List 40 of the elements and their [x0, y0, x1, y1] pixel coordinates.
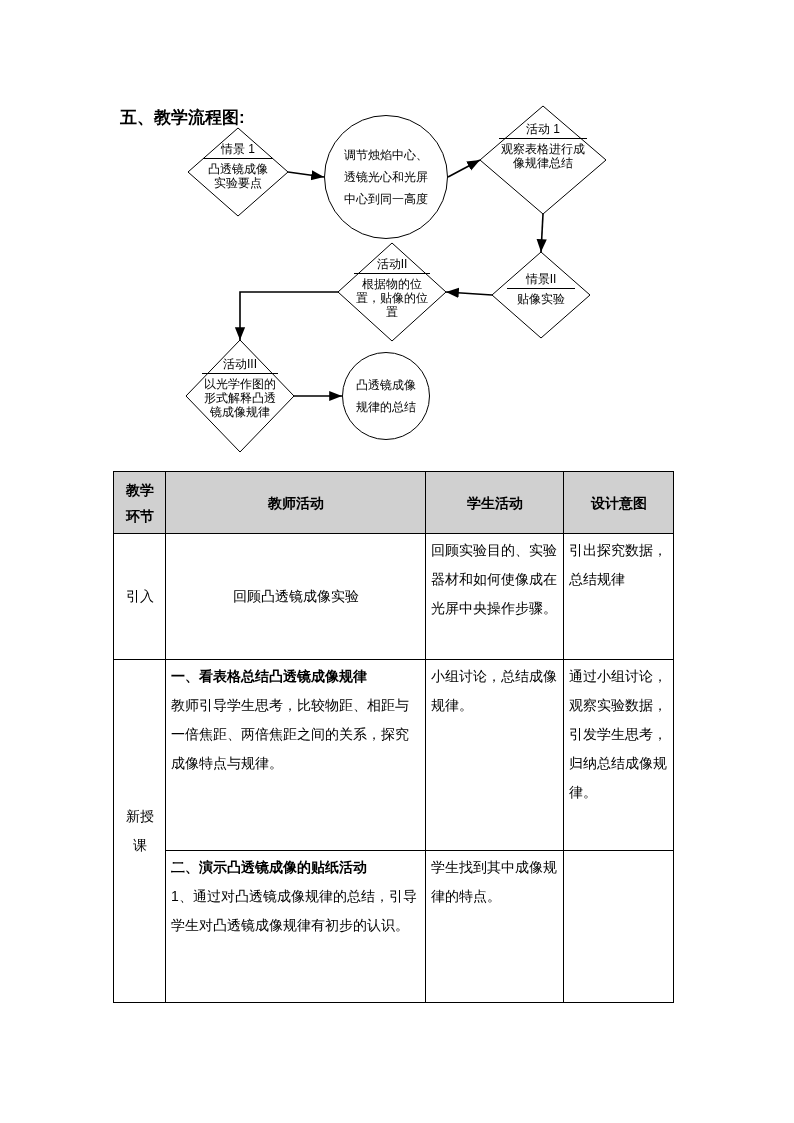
diamond-heading: 活动 1: [498, 122, 588, 139]
arrow: [234, 291, 339, 341]
node-text: 调节烛焰中心、透镜光心和光屏中心到同一高度: [343, 147, 429, 208]
heading: 五、教学流程图:: [120, 107, 245, 129]
section-heading: 二、演示凸透镜成像的贴纸活动: [171, 858, 368, 877]
header-cell: 教师活动: [165, 471, 426, 534]
decision-diamond: [188, 128, 288, 216]
diamond-heading: 情景II: [506, 272, 576, 289]
diamond-text: 凸透镜成像实验要点: [207, 161, 269, 190]
diamond-heading: 情景 1: [203, 142, 273, 159]
cell-text: 1、通过对凸透镜成像规律的总结，引导学生对凸透镜成像规律有初步的认识。: [171, 887, 418, 935]
header-cell: 教学环节: [113, 471, 166, 534]
arrow: [445, 287, 493, 298]
row-heading: 引入: [124, 587, 155, 606]
cell-text: 回顾实验目的、实验器材和如何使像成在光屏中央操作步骤。: [431, 541, 558, 618]
arrow: [287, 170, 325, 181]
header-cell: 学生活动: [425, 471, 564, 534]
diamond-heading: 活动II: [354, 257, 430, 274]
node-text: 凸透镜成像规律的总结: [355, 377, 417, 416]
diamond-text: 贴像实验: [516, 291, 566, 306]
cell-text: 回顾凸透镜成像实验: [231, 587, 360, 606]
decision-diamond: [492, 252, 590, 338]
diamond-text: 根据物的位置，贴像的位置: [355, 276, 429, 319]
decision-diamond: [480, 106, 606, 214]
cell-text: 教师引导学生思考，比较物距、相距与一倍焦距、两倍焦距之间的关系，探究成像特点与规律。: [171, 696, 410, 773]
decision-diamond: [186, 340, 294, 452]
arrow: [293, 390, 343, 402]
diamond-text: 以光学作图的形式解释凸透镜成像规律: [203, 376, 277, 419]
arrow: [447, 159, 481, 178]
cell-text: 通过小组讨论，观察实验数据，引发学生思考，归纳总结成像规律。: [569, 667, 668, 802]
diamond-text: 观察表格进行成像规律总结: [500, 141, 586, 170]
cell-text: 学生找到其中成像规律的特点。: [431, 858, 558, 906]
row-heading: 新授课: [124, 807, 155, 855]
header-cell: 设计意图: [563, 471, 674, 534]
diamond-heading: 活动III: [202, 357, 278, 374]
section-heading: 一、看表格总结凸透镜成像规律: [171, 667, 368, 686]
decision-diamond: [338, 243, 446, 341]
cell-text: 引出探究数据，总结规律: [569, 541, 668, 589]
cell-text: 小组讨论，总结成像规律。: [431, 667, 558, 715]
arrow: [536, 213, 547, 253]
